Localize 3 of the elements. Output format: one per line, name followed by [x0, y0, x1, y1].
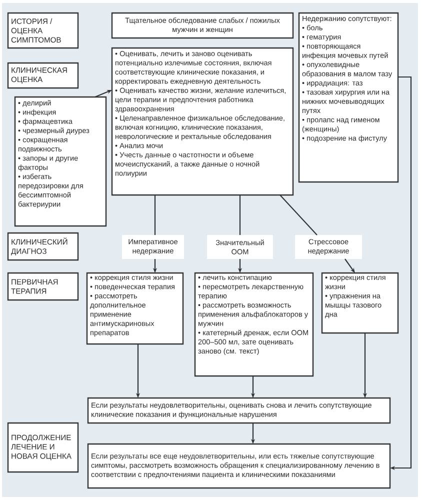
- connector-line: [239, 195, 241, 235]
- connector-line: [280, 194, 318, 236]
- connector-line: [154, 195, 156, 235]
